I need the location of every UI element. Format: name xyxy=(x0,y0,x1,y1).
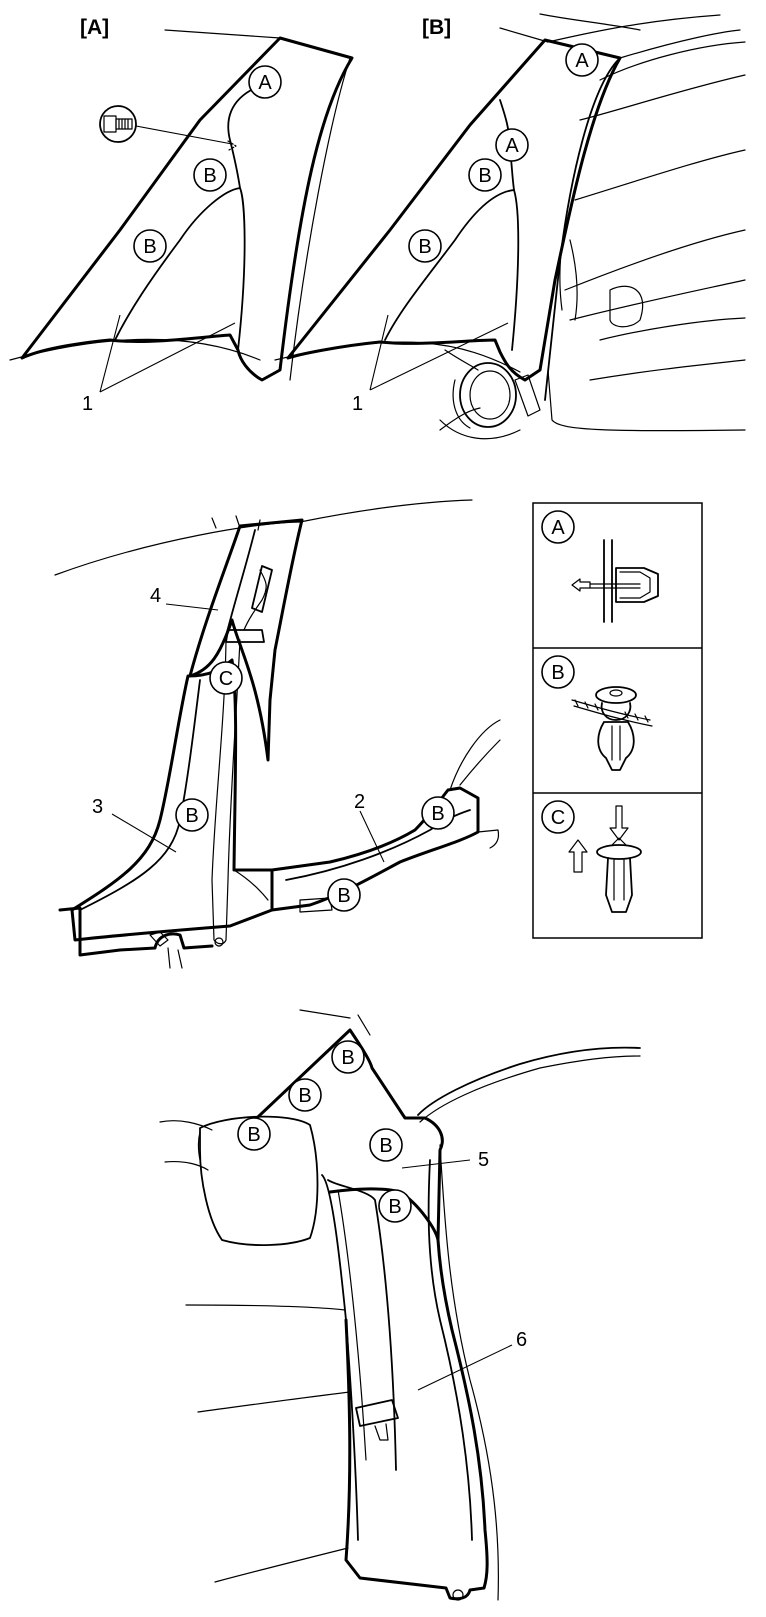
svg-text:B: B xyxy=(337,885,350,907)
center-pillar-panel: C B B B 4 3 2 xyxy=(54,499,501,969)
part-number-1: 1 xyxy=(82,393,93,415)
clip-callout-b: B xyxy=(408,229,442,263)
speaker-grille xyxy=(459,362,517,428)
clip-callout-b: B xyxy=(421,796,455,830)
clip-callout-c: C xyxy=(209,661,243,695)
clip-callout-b: B xyxy=(369,1128,403,1162)
clip-callout-a: A xyxy=(248,65,282,99)
clip-c-detail: C xyxy=(541,800,642,913)
svg-text:B: B xyxy=(298,1085,311,1107)
svg-text:B: B xyxy=(185,805,198,827)
bolt-detail-circle xyxy=(99,105,137,143)
svg-text:B: B xyxy=(203,165,216,187)
svg-text:C: C xyxy=(219,668,233,690)
part-number-5: 5 xyxy=(478,1149,489,1171)
svg-text:A: A xyxy=(505,135,519,157)
clip-a-detail: A xyxy=(541,510,659,623)
clip-callout-b: B xyxy=(193,158,227,192)
svg-text:B: B xyxy=(379,1135,392,1157)
svg-text:B: B xyxy=(431,803,444,825)
push-arrow-icon xyxy=(609,805,629,841)
svg-text:B: B xyxy=(388,1196,401,1218)
clip-callout-b: B xyxy=(288,1078,322,1112)
clip-callout-b: B xyxy=(175,798,209,832)
view-label-a: [A] xyxy=(80,16,109,39)
part-number-2: 2 xyxy=(354,791,365,813)
svg-text:A: A xyxy=(551,517,565,539)
clip-callout-b: B xyxy=(327,878,361,912)
bolt-icon xyxy=(103,115,133,133)
svg-text:B: B xyxy=(478,165,491,187)
clip-callout-a: A xyxy=(565,43,599,77)
clip-callout-b: B xyxy=(468,158,502,192)
clip-callout-b: B xyxy=(133,229,167,263)
pull-arrow-icon xyxy=(571,578,591,592)
part-number-3: 3 xyxy=(92,796,103,818)
clip-callout-b: B xyxy=(378,1189,412,1223)
svg-text:B: B xyxy=(143,236,156,258)
view-b-panel: [B] A A B B 1 xyxy=(274,13,746,440)
svg-text:C: C xyxy=(551,807,565,829)
part-number-6: 6 xyxy=(516,1329,527,1351)
clip-legend: A B C xyxy=(532,502,703,939)
clip-callout-b: B xyxy=(237,1117,271,1151)
svg-text:B: B xyxy=(551,662,564,684)
view-a-panel: [A] A B B 1 xyxy=(9,16,354,415)
svg-text:B: B xyxy=(418,236,431,258)
clip-callout-a: A xyxy=(495,128,529,162)
view-label-b: [B] xyxy=(422,16,451,39)
svg-text:B: B xyxy=(247,1124,260,1146)
clip-callout-b: B xyxy=(331,1040,365,1074)
part-number-4: 4 xyxy=(150,585,161,607)
clip-b-detail: B xyxy=(541,655,653,771)
pull-arrow-icon xyxy=(568,839,588,873)
svg-text:A: A xyxy=(258,72,272,94)
part-number-1: 1 xyxy=(352,393,363,415)
svg-text:A: A xyxy=(575,50,589,72)
rear-quarter-panel: B B B B B 5 6 xyxy=(159,1009,641,1601)
svg-text:B: B xyxy=(341,1047,354,1069)
